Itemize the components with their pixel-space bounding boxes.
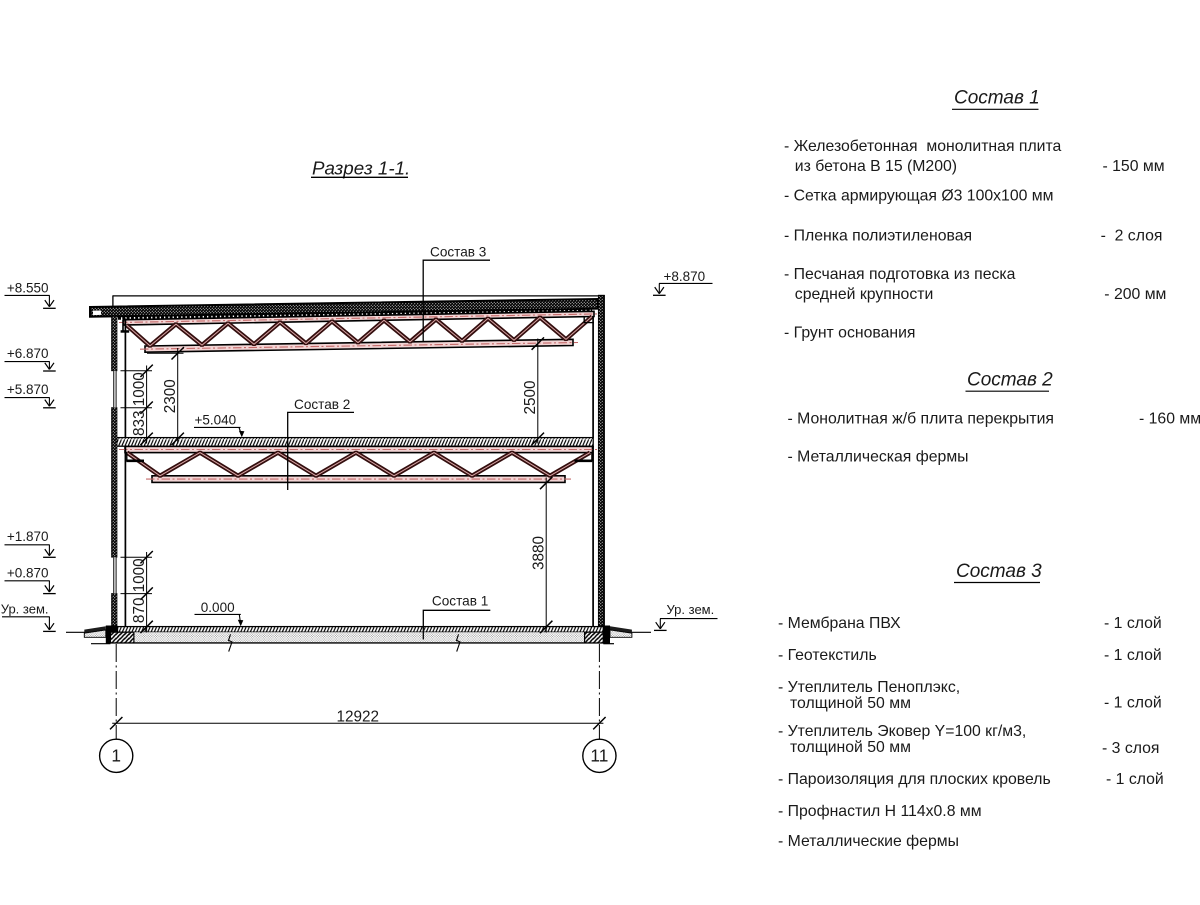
- svg-text:Состав 2: Состав 2: [294, 397, 350, 412]
- svg-text:- 3 слоя: - 3 слоя: [1102, 740, 1159, 757]
- svg-text:средней крупности: средней крупности: [795, 286, 934, 303]
- svg-text:11: 11: [590, 746, 608, 766]
- svg-text:из бетона В 15 (М200): из бетона В 15 (М200): [795, 158, 957, 175]
- svg-text:- Геотекстиль: - Геотекстиль: [778, 647, 877, 664]
- svg-text:Ур. зем.: Ур. зем.: [1, 601, 49, 616]
- svg-text:- Профнастил Н 114х0.8 мм: - Профнастил Н 114х0.8 мм: [778, 803, 982, 820]
- svg-text:833: 833: [131, 410, 148, 436]
- svg-text:- Грунт основания: - Грунт основания: [784, 325, 915, 342]
- svg-text:Состав 1: Состав 1: [432, 593, 488, 608]
- svg-text:1000: 1000: [131, 558, 148, 592]
- svg-text:- 1 слой: - 1 слой: [1104, 695, 1162, 712]
- svg-text:- 2 слоя: - 2 слоя: [1101, 228, 1163, 245]
- svg-text:- Пленка полиэтиленовая: - Пленка полиэтиленовая: [784, 228, 972, 245]
- svg-text:1: 1: [111, 746, 121, 766]
- svg-text:- 160 мм: - 160 мм: [1139, 410, 1200, 427]
- svg-text:+0.870: +0.870: [7, 565, 49, 580]
- svg-text:толщиной 50 мм: толщиной 50 мм: [790, 695, 911, 712]
- svg-text:12922: 12922: [337, 708, 380, 725]
- svg-text:1000: 1000: [131, 372, 148, 406]
- svg-text:Разрез 1-1.: Разрез 1-1.: [312, 158, 410, 179]
- svg-text:- Сетка армирующая Ø3 100х100: - Сетка армирующая Ø3 100х100 мм: [784, 188, 1054, 205]
- svg-text:- 1 слой: - 1 слой: [1104, 615, 1162, 632]
- svg-text:- Пароизоляция для плоских кро: - Пароизоляция для плоских кровель: [778, 771, 1051, 788]
- svg-text:Ур. зем.: Ур. зем.: [667, 602, 715, 617]
- svg-text:3880: 3880: [531, 536, 548, 570]
- svg-text:+6.870: +6.870: [7, 346, 49, 361]
- svg-text:+8.870: +8.870: [664, 269, 706, 284]
- svg-text:0.000: 0.000: [201, 600, 235, 615]
- svg-text:- Песчаная подготовка из песка: - Песчаная подготовка из песка: [784, 266, 1016, 283]
- svg-text:Состав 3: Состав 3: [430, 245, 486, 260]
- svg-text:толщиной 50 мм: толщиной 50 мм: [790, 739, 911, 756]
- svg-text:- 1 слой: - 1 слой: [1106, 771, 1164, 788]
- svg-text:- Металлические фермы: - Металлические фермы: [778, 833, 959, 850]
- svg-text:- Мембрана ПВХ: - Мембрана ПВХ: [778, 615, 901, 632]
- svg-text:+1.870: +1.870: [7, 529, 49, 544]
- svg-text:2300: 2300: [162, 379, 179, 413]
- svg-text:- 1 слой: - 1 слой: [1104, 647, 1162, 664]
- svg-text:- Утеплитель Эковер Y=100 кг/м: - Утеплитель Эковер Y=100 кг/м3,: [778, 723, 1026, 740]
- svg-text:- Железобетонная монолитная п: - Железобетонная монолитная плита: [784, 138, 1062, 155]
- svg-text:+5.040: +5.040: [195, 412, 237, 427]
- svg-text:+5.870: +5.870: [7, 382, 49, 397]
- svg-text:2500: 2500: [522, 380, 539, 414]
- svg-text:Состав 1: Состав 1: [954, 88, 1040, 109]
- svg-text:- Монолитная ж/б плита перекры: - Монолитная ж/б плита перекрытия: [788, 410, 1054, 427]
- svg-text:- 150 мм: - 150 мм: [1103, 158, 1165, 175]
- svg-text:870: 870: [131, 598, 148, 624]
- svg-text:Состав 3: Состав 3: [956, 561, 1042, 582]
- svg-text:- 200 мм: - 200 мм: [1104, 286, 1166, 303]
- svg-text:- Утеплитель Пеноплэкс,: - Утеплитель Пеноплэкс,: [778, 679, 960, 696]
- svg-text:Состав 2: Состав 2: [967, 370, 1053, 391]
- svg-text:+8.550: +8.550: [7, 280, 49, 295]
- svg-text:- Металлическая фермы: - Металлическая фермы: [788, 449, 969, 466]
